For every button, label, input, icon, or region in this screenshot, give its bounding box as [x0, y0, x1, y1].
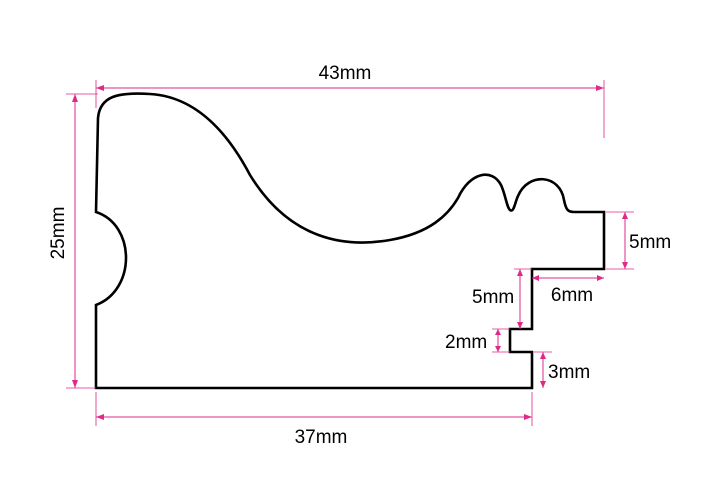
arrow-up-icon: [517, 269, 523, 276]
dimension-upper-step: 5mm: [606, 211, 671, 270]
arrow-left-icon: [96, 85, 104, 91]
arrow-left-icon: [532, 275, 539, 281]
label-height: 25mm: [48, 207, 69, 260]
dimension-rebate-width: 6mm: [532, 275, 604, 306]
moulding-profile-outline: [94, 92, 606, 390]
dimension-small-notch: 2mm: [445, 328, 510, 353]
arrow-right-icon: [596, 85, 604, 91]
arrow-down-icon: [622, 262, 628, 269]
arrow-up-icon: [72, 94, 78, 102]
label-bottom-step: 3mm: [548, 362, 590, 383]
arrow-up-icon: [495, 329, 501, 335]
arrow-left-icon: [96, 414, 104, 420]
arrow-right-icon: [524, 414, 532, 420]
label-base-width: 37mm: [295, 427, 348, 448]
label-rebate-width: 6mm: [551, 285, 593, 306]
dimension-rebate-height: 5mm: [472, 268, 532, 329]
arrow-down-icon: [517, 322, 523, 329]
label-overall-width: 43mm: [319, 63, 372, 84]
arrow-up-icon: [540, 352, 546, 359]
label-upper-step: 5mm: [629, 232, 671, 253]
arrow-right-icon: [597, 275, 604, 281]
label-small-notch: 2mm: [445, 332, 487, 353]
arrow-down-icon: [72, 380, 78, 388]
label-rebate-height: 5mm: [472, 287, 514, 308]
dimension-overall-width: 43mm: [95, 63, 605, 138]
arrow-down-icon: [495, 346, 501, 352]
arrow-down-icon: [540, 381, 546, 388]
dimension-height: 25mm: [48, 93, 98, 389]
dimension-base-width: 37mm: [95, 392, 533, 448]
dimension-bottom-step: 3mm: [534, 351, 590, 388]
arrow-up-icon: [622, 212, 628, 219]
